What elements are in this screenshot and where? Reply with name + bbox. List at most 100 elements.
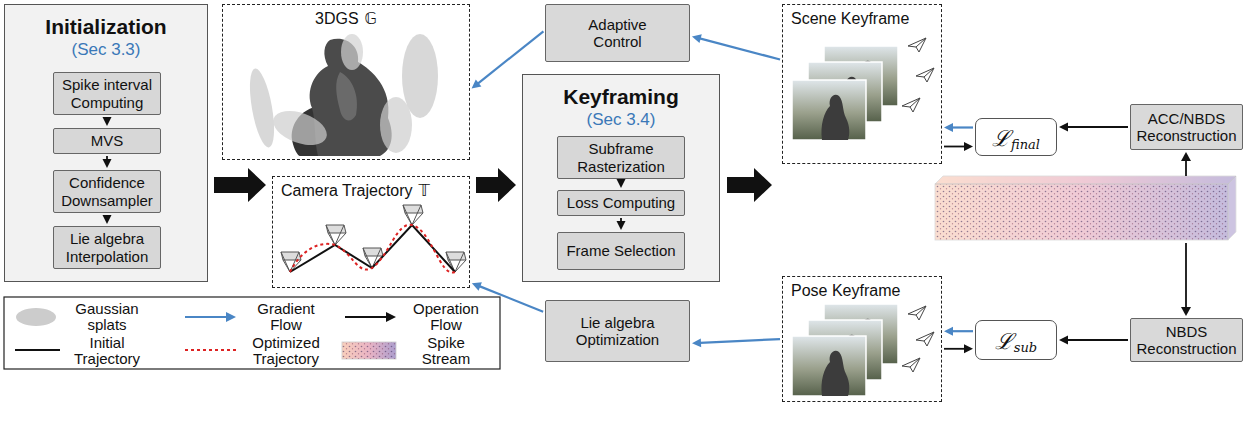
node-label: Pose Keyframe [791, 281, 900, 301]
node-label: 3DGS [315, 9, 359, 29]
paper-plane [902, 358, 920, 372]
flow-arrow [692, 338, 780, 347]
node-label: Loss Computing [567, 194, 675, 211]
legend-arrow-head [226, 312, 236, 322]
legend-frame [4, 297, 500, 369]
scene-box: 3DGS 𝔾 [222, 4, 470, 160]
legend-operation-arrow [345, 316, 386, 318]
process-box: Loss Computing [557, 190, 685, 216]
connector-line [700, 339, 780, 343]
legend-initial-line [15, 349, 60, 351]
connector-line [1067, 339, 1128, 341]
flow-arrow [1059, 123, 1128, 132]
statue-highlight [336, 72, 357, 120]
paper-plane [916, 332, 934, 346]
keyframe-illustration [792, 38, 934, 396]
gaussian-splat [341, 34, 363, 70]
node-label: Lie algebra Interpolation [57, 230, 157, 265]
gaussian-splat [269, 104, 332, 151]
node-label: Spike interval Computing [57, 76, 157, 111]
block-arrow-shape [214, 168, 266, 202]
flow-arrow [1185, 160, 1187, 176]
connector-line [944, 146, 965, 148]
trajectory-illustration [281, 205, 466, 273]
process-box: ACC/NBDS Reconstruction [1130, 104, 1243, 150]
camera-frustum [281, 252, 301, 272]
flow-arrow [472, 282, 543, 311]
legend-text: Gaussian splats [66, 301, 148, 333]
process-box: Spike interval Computing [53, 72, 161, 115]
legend-text: Gradient Flow [245, 301, 327, 333]
node-sublabel: (Sec 3.4) [523, 109, 719, 131]
statue-illustration [245, 34, 438, 156]
node-label: ℒ [995, 325, 1013, 355]
node-label: ℒ [992, 122, 1010, 152]
camera-frustum [326, 225, 346, 245]
paper-plane [908, 38, 926, 52]
legend-spike-dots [342, 342, 396, 359]
arrow-head [1181, 307, 1191, 316]
connector-line [952, 330, 973, 332]
gaussian-splat [245, 67, 279, 149]
node-label: Initialization [5, 15, 207, 39]
node-label: Frame Selection [566, 242, 675, 259]
node-sublabel: 𝔾 [365, 9, 377, 29]
arrow-head [1181, 152, 1191, 161]
flow-arrow [944, 123, 973, 132]
block-arrow-shape [476, 168, 516, 202]
block-arrow [214, 168, 266, 202]
process-box: NBDS Reconstruction [1130, 318, 1243, 362]
section-panel: Keyframing(Sec 3.4) Subframe Rasterizatio… [522, 74, 720, 282]
spike-front [935, 184, 1228, 240]
arrow-head [692, 338, 701, 347]
legend-gradient-arrow [185, 316, 226, 318]
spike-dots [935, 184, 1228, 240]
node-label: Adaptive Control [573, 16, 663, 51]
process-box: Frame Selection [557, 232, 685, 270]
legend-text: Operation Flow [405, 301, 487, 333]
node-sublabel: final [1011, 137, 1040, 152]
node-label: ACC/NBDS Reconstruction [1134, 110, 1239, 145]
spike-top [935, 176, 1236, 184]
process-box: MVS [53, 128, 161, 154]
keyframe-box: Scene Keyframe [782, 4, 942, 164]
spike-side [1228, 176, 1236, 240]
spike-stream [935, 152, 1236, 316]
camera-frustum [446, 252, 466, 272]
node-label: Confidence Downsampler [57, 174, 157, 209]
legend-box [4, 297, 500, 369]
flow-arrow [1185, 243, 1187, 307]
connector-line [479, 286, 543, 312]
flow-arrow [944, 327, 973, 336]
flow-arrow [692, 34, 780, 59]
connector-line [944, 348, 965, 350]
paper-plane [902, 98, 920, 112]
process-box: Confidence Downsampler [53, 170, 161, 213]
arrow-head [964, 142, 973, 151]
node-sublabel: sub [1014, 340, 1037, 355]
keyframe-box: Pose Keyframe [782, 276, 942, 402]
connector-line [700, 38, 780, 59]
arrow-head [944, 327, 953, 336]
node-label: Keyframing [523, 85, 719, 109]
arrow-head [1059, 336, 1068, 345]
arrow-head [944, 123, 953, 132]
flow-arrow [944, 344, 973, 353]
loss-box: ℒsub [975, 320, 1057, 360]
connector-line [952, 126, 973, 128]
node-label: MVS [91, 132, 124, 149]
flow-arrow [944, 142, 973, 151]
node-sublabel: 𝕋 [419, 181, 430, 201]
arrow-head [964, 344, 973, 353]
block-arrow [727, 168, 772, 202]
gaussian-splat [380, 97, 412, 153]
legend-text: Optimized Trajectory [245, 335, 327, 367]
node-label: Camera Trajectory [281, 181, 413, 201]
legend-spike [342, 342, 396, 359]
node-sublabel: (Sec 3.3) [5, 39, 207, 61]
legend-arrow-head [386, 312, 396, 322]
legend-text: Initial Trajectory [66, 335, 148, 367]
node-label: Subframe Rasterization [561, 140, 681, 175]
